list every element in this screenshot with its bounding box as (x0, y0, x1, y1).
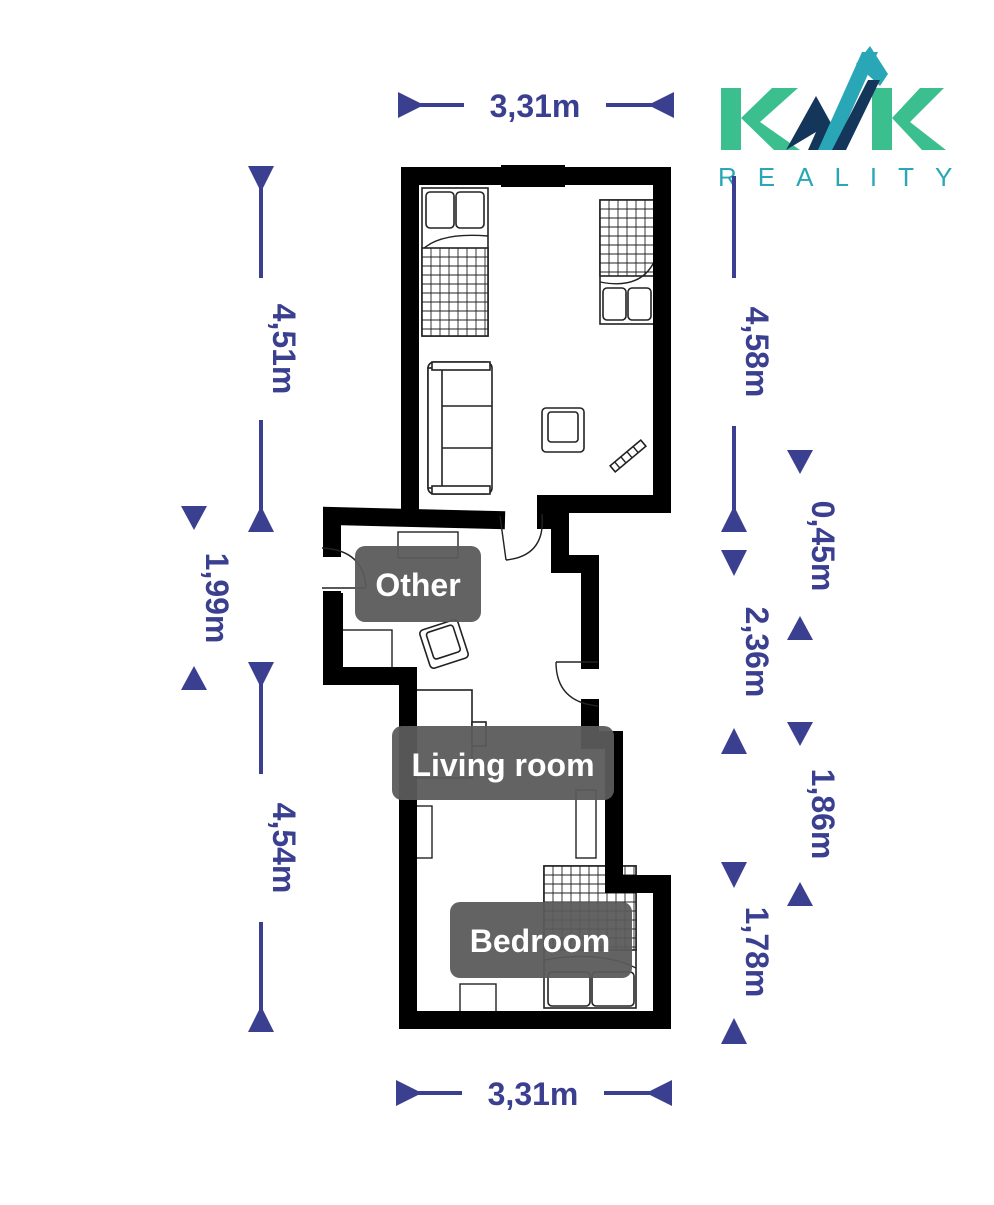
dim-bottom-width-text: 3,31m (488, 1076, 579, 1112)
dim-top-width-text: 3,31m (490, 88, 581, 124)
bed-top-right (599, 199, 655, 325)
brand-logo: REALITY (718, 46, 973, 192)
dim-bottom-width: 3,31m (396, 1076, 672, 1112)
dim-left-middle: 1,99m (181, 506, 235, 690)
dim-right-upper-text: 4,58m (739, 307, 775, 398)
door-right (555, 661, 599, 707)
brand-subtitle: REALITY (718, 162, 973, 192)
room-label-living: Living room (392, 726, 614, 800)
dim-right-step-b-text: 1,86m (805, 769, 841, 860)
room-label-other-text: Other (375, 567, 460, 603)
room-label-other: Other (355, 546, 481, 622)
dim-right-middle: 2,36m (721, 550, 775, 754)
room-label-living-text: Living room (411, 747, 594, 783)
dim-right-step-a: 0,45m (787, 450, 841, 640)
dim-left-lower: 4,54m (248, 662, 302, 1032)
dim-right-upper: 4,58m (721, 176, 775, 532)
dim-left-lower-text: 4,54m (266, 803, 302, 894)
dim-right-middle-text: 2,36m (739, 607, 775, 698)
dim-left-middle-text: 1,99m (199, 553, 235, 644)
dim-right-step-a-text: 0,45m (805, 501, 841, 592)
logo-mark (721, 46, 946, 150)
dim-right-step-b: 1,86m (787, 722, 841, 906)
nightstand (459, 983, 497, 1013)
room-label-bedroom-text: Bedroom (470, 923, 610, 959)
radiator (608, 438, 648, 474)
shelf-living (413, 789, 597, 859)
bed-top-left (421, 187, 489, 337)
armchair-top (541, 407, 585, 453)
dim-left-upper-text: 4,51m (266, 304, 302, 395)
dim-top-width: 3,31m (398, 88, 674, 124)
armchair-middle (419, 619, 469, 669)
room-label-bedroom: Bedroom (450, 902, 632, 978)
dimensions: 3,31m 3,31m 4,51m 1,99m (181, 88, 841, 1112)
dim-left-upper: 4,51m (248, 166, 302, 532)
sofa (427, 361, 493, 495)
dim-right-lower: 1,78m (721, 862, 775, 1044)
dim-right-lower-text: 1,78m (739, 907, 775, 998)
door-top (499, 513, 544, 561)
